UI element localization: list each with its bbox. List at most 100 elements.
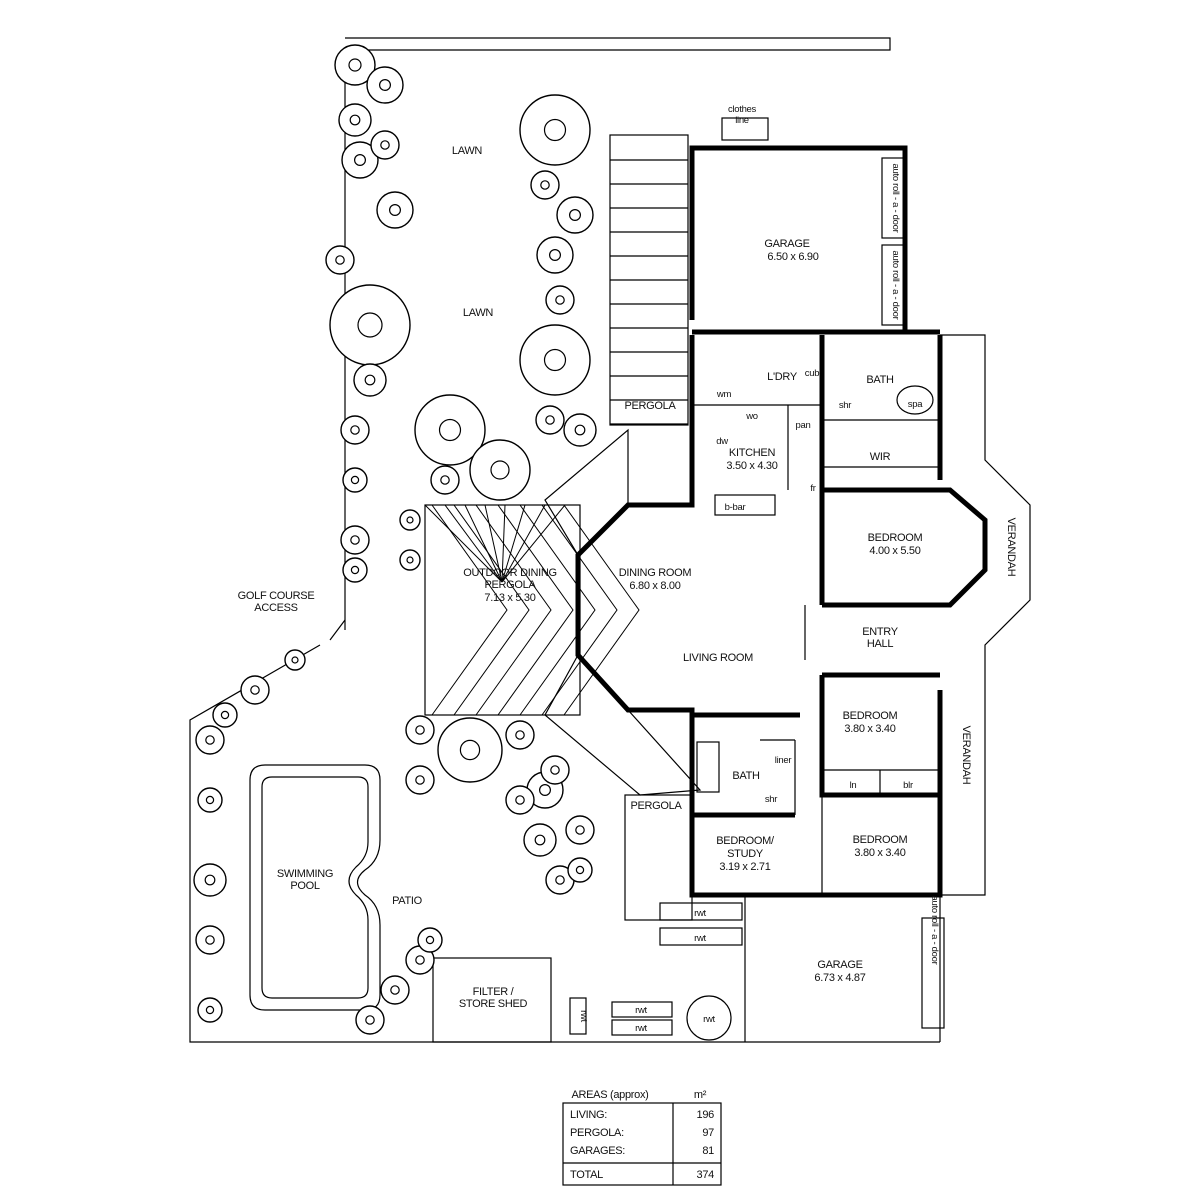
pergola-hatch	[444, 504, 503, 583]
areas-total-row: TOTAL 374	[570, 1169, 714, 1181]
tree-icon	[430, 465, 460, 495]
svg-text:blr: blr	[903, 780, 913, 791]
svg-text:m²: m²	[694, 1089, 707, 1101]
tree-center-icon	[205, 795, 215, 805]
tree-center-icon	[350, 425, 360, 435]
tree-icon	[556, 196, 594, 234]
pergola-hatch	[501, 504, 566, 583]
tree-icon	[212, 702, 238, 728]
tree-center-icon	[250, 685, 260, 695]
svg-text:3.50 x 4.30: 3.50 x 4.30	[726, 460, 777, 472]
tree-icon	[540, 755, 570, 785]
tree-icon	[469, 439, 531, 501]
tree-icon	[567, 857, 593, 883]
pergola-hatch	[484, 504, 503, 583]
svg-text:PERGOLA: PERGOLA	[624, 400, 676, 412]
tree-icon	[519, 94, 591, 166]
pergola-hatch	[431, 504, 508, 716]
tree-icon	[195, 925, 225, 955]
tree-center-icon	[548, 249, 561, 262]
tree-icon	[338, 103, 372, 137]
svg-text:VERANDAH: VERANDAH	[960, 726, 972, 785]
tree-icon	[405, 765, 435, 795]
svg-text:LAWN: LAWN	[452, 145, 483, 157]
svg-text:pan: pan	[796, 420, 811, 431]
tree-center-icon	[335, 255, 345, 265]
svg-text:3.19 x 2.71: 3.19 x 2.71	[719, 861, 770, 873]
svg-text:clothes: clothes	[728, 104, 757, 115]
tree-icon	[505, 720, 535, 750]
svg-text:3.80 x 3.40: 3.80 x 3.40	[844, 723, 895, 735]
tree-center-icon	[540, 180, 550, 190]
tree-icon	[195, 725, 225, 755]
tree-center-icon	[365, 1015, 375, 1025]
tree-center-icon	[555, 875, 565, 885]
svg-text:STUDY: STUDY	[727, 848, 764, 860]
svg-text:4.00 x 5.50: 4.00 x 5.50	[869, 545, 920, 557]
tree-center-icon	[459, 739, 481, 761]
tree-center-icon	[425, 935, 435, 945]
pergola-hatch	[563, 504, 640, 716]
tree-center-icon	[204, 874, 216, 886]
tree-icon	[197, 787, 223, 813]
tree-center-icon	[543, 118, 567, 142]
svg-text:liner: liner	[775, 755, 792, 766]
pergola-hatch	[541, 504, 618, 716]
tree-icon	[505, 785, 535, 815]
svg-text:wm: wm	[716, 389, 732, 400]
tree-icon	[193, 863, 227, 897]
tree-center-icon	[543, 348, 567, 372]
tree-icon	[399, 509, 421, 531]
svg-text:FILTER /: FILTER /	[473, 986, 515, 998]
pergola-hatch	[501, 504, 546, 583]
pergola-hatch	[453, 504, 530, 716]
tree-icon	[342, 467, 368, 493]
tree-center-icon	[357, 312, 383, 338]
svg-text:LIVING ROOM: LIVING ROOM	[683, 652, 753, 664]
svg-text:GARAGES:: GARAGES:	[570, 1145, 625, 1157]
svg-text:ACCESS: ACCESS	[254, 602, 297, 614]
rainwater-tanks: rwt rwt rwt rwt rwt rwt	[569, 902, 743, 1041]
tree-center-icon	[534, 834, 546, 846]
areas-row: GARAGES: 81	[570, 1145, 714, 1157]
tree-icon	[240, 675, 270, 705]
tree-icon	[405, 715, 435, 745]
svg-text:GARAGE: GARAGE	[764, 238, 809, 250]
verandah	[940, 334, 1031, 896]
tree-center-icon	[545, 415, 555, 425]
svg-text:BEDROOM: BEDROOM	[853, 834, 908, 846]
svg-text:shr: shr	[839, 400, 851, 411]
svg-text:wo: wo	[745, 411, 758, 422]
tree-center-icon	[575, 825, 585, 835]
pergola-hatch	[519, 504, 596, 716]
svg-text:81: 81	[702, 1145, 714, 1157]
svg-text:cub: cub	[805, 368, 819, 379]
svg-text:PERGOLA: PERGOLA	[484, 579, 536, 591]
svg-text:shr: shr	[765, 794, 777, 805]
svg-text:spa: spa	[908, 399, 923, 410]
tree-center-icon	[350, 475, 360, 485]
tree-icon	[342, 557, 368, 583]
svg-text:PERGOLA:: PERGOLA:	[570, 1127, 624, 1139]
tree-center-icon	[438, 418, 462, 442]
tree-icon	[340, 525, 370, 555]
pergola-areas	[424, 428, 702, 921]
svg-text:KITCHEN: KITCHEN	[729, 447, 776, 459]
svg-text:WIR: WIR	[870, 451, 891, 463]
tree-icon	[376, 191, 414, 229]
tree-icon	[366, 66, 404, 104]
svg-text:BATH: BATH	[732, 770, 760, 782]
tree-center-icon	[354, 154, 367, 167]
tree-center-icon	[515, 795, 525, 805]
tree-center-icon	[406, 556, 414, 564]
svg-text:196: 196	[697, 1109, 715, 1121]
svg-text:rwt: rwt	[694, 908, 706, 919]
svg-text:rwt: rwt	[578, 1010, 589, 1022]
tree-center-icon	[538, 783, 551, 796]
tree-center-icon	[220, 710, 230, 720]
decking-top	[609, 134, 689, 426]
svg-text:TOTAL: TOTAL	[570, 1169, 603, 1181]
svg-text:auto roll - a - door: auto roll - a - door	[890, 164, 901, 233]
svg-text:VERANDAH: VERANDAH	[1005, 518, 1017, 577]
tree-icon	[284, 649, 306, 671]
